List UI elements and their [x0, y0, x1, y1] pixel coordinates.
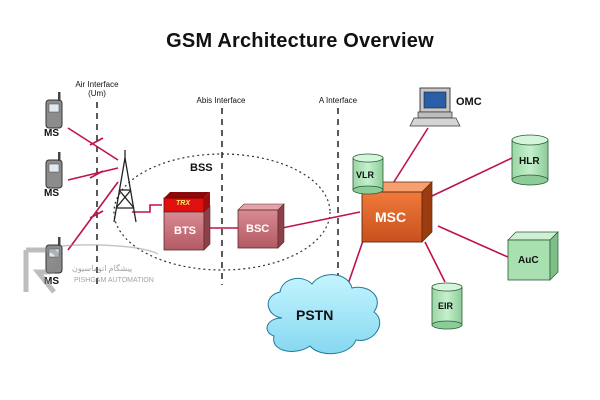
ms-label-3: MS: [44, 276, 59, 287]
watermark-logo-icon: [23, 244, 159, 294]
link-msc-eir: [424, 241, 446, 283]
ms-label-2: MS: [44, 188, 59, 199]
auc-label: AuC: [518, 255, 539, 266]
a-interface-label: A Interface: [318, 96, 358, 105]
msc-label: MSC: [375, 209, 407, 225]
link-ms2-antenna: [67, 167, 119, 181]
watermark-line-1: پیشگام اتوماسیون: [72, 264, 133, 273]
trx-label: TRX: [176, 200, 190, 207]
auc-node: [507, 231, 559, 281]
link-bsc-msc: [281, 211, 361, 229]
link-msc-hlr: [431, 157, 513, 197]
link-antenna-bts: [132, 204, 162, 213]
pstn-cloud-icon: [266, 274, 381, 355]
antenna-tower-icon: [113, 150, 137, 223]
ms-phone-1-icon: [45, 92, 63, 129]
ms-label-1: MS: [44, 128, 59, 139]
bts-node: [163, 192, 211, 251]
omc-computer-icon: [409, 87, 461, 127]
bsc-label: BSC: [246, 223, 270, 235]
eir-database-icon: [431, 282, 463, 330]
bsc-node: [237, 203, 285, 249]
diagram-title: GSM Architecture Overview: [166, 30, 434, 52]
link-msc-omc: [391, 127, 429, 186]
link-msc-pstn: [345, 234, 366, 291]
pstn-label: PSTN: [296, 307, 334, 323]
air-interface-sub: (Um): [88, 89, 106, 98]
air-interface-text: Air Interface: [75, 80, 119, 89]
abis-interface-label: Abis Interface: [196, 96, 246, 105]
links: [67, 127, 513, 291]
hlr-label: HLR: [519, 156, 540, 167]
pishgam-automation-watermark: پیشگام اتوماسیون PISHGAM AUTOMATION: [18, 240, 168, 300]
bss-boundary: [113, 153, 331, 271]
link-msc-auc: [437, 225, 511, 259]
air-interface-label: Air Interface (Um): [62, 80, 132, 98]
crossing-marks: [89, 137, 104, 219]
bts-label: BTS: [174, 225, 196, 237]
ms-phone-2-icon: [45, 152, 63, 189]
watermark-line-2: PISHGAM AUTOMATION: [74, 277, 154, 284]
eir-label: EIR: [438, 301, 454, 311]
vlr-label: VLR: [356, 170, 374, 180]
vlr-database-icon: [352, 153, 384, 195]
hlr-database-icon: [511, 134, 549, 186]
omc-label: OMC: [456, 96, 482, 108]
bss-label: BSS: [190, 162, 213, 174]
